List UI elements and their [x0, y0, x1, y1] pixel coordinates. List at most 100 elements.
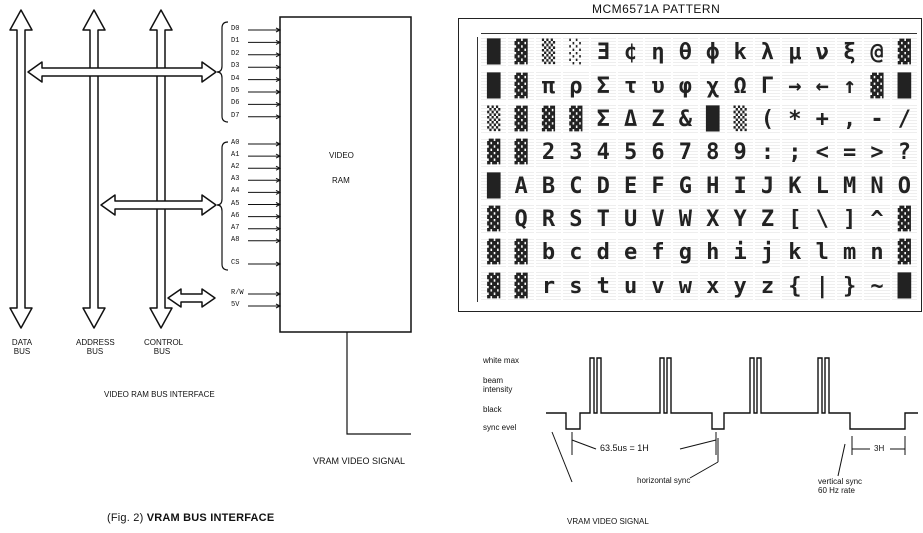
character-cell: S — [563, 204, 588, 235]
character-cell: m — [837, 237, 862, 268]
control-bus-arrow — [150, 10, 172, 328]
character-cell: \ — [810, 204, 835, 235]
vsync-leader — [838, 444, 845, 476]
black-label: black — [483, 405, 502, 414]
character-cell: = — [837, 137, 862, 168]
character-cell: + — [810, 104, 835, 135]
character-cell: ← — [810, 70, 835, 101]
address-bus-label-line1: ADDRESS — [76, 338, 114, 347]
character-cell: * — [782, 104, 807, 135]
character-cell: Z — [645, 104, 670, 135]
address-pin-2-label: A2 — [231, 164, 239, 171]
data-pin-0-label: D0 — [231, 26, 239, 33]
character-cell: w — [673, 271, 698, 302]
character-cell: ▒ — [481, 104, 506, 135]
rw-pin-label: R/W — [231, 290, 244, 297]
character-cell: ▓ — [508, 104, 533, 135]
character-cell: Σ — [591, 104, 616, 135]
character-cell: ] — [837, 204, 862, 235]
character-cell: G — [673, 171, 698, 202]
character-cell: B — [536, 171, 561, 202]
character-cell: Ω — [727, 70, 752, 101]
timing-label: 63.5us = 1H — [600, 444, 649, 453]
character-cell: T — [591, 204, 616, 235]
character-cell: ¢ — [618, 37, 643, 68]
video-waveform — [546, 358, 918, 429]
address-pin-3-label: A3 — [231, 176, 239, 183]
character-cell: ▓ — [508, 70, 533, 101]
character-cell: x — [700, 271, 725, 302]
character-cell: J — [755, 171, 780, 202]
character-cell: χ — [700, 70, 725, 101]
character-cell: ▓ — [481, 271, 506, 302]
character-cell: k — [782, 237, 807, 268]
character-cell: ↑ — [837, 70, 862, 101]
figure-caption-prefix: (Fig. 2) — [107, 512, 143, 524]
character-cell: W — [673, 204, 698, 235]
character-cell: μ — [782, 37, 807, 68]
character-cell: > — [864, 137, 889, 168]
control-bus-label: CONTROL BUS — [144, 338, 180, 356]
character-cell: ξ — [837, 37, 862, 68]
character-cell: Σ — [591, 70, 616, 101]
cs-pin-label: CS — [231, 260, 239, 267]
character-cell: ( — [755, 104, 780, 135]
character-cell: ▓ — [864, 70, 889, 101]
data-pin-7-label: D7 — [231, 113, 239, 120]
character-cell: 7 — [673, 137, 698, 168]
ram-label-ram: RAM — [332, 176, 350, 185]
character-cell: M — [837, 171, 862, 202]
character-cell: ░ — [563, 37, 588, 68]
character-cell: U — [618, 204, 643, 235]
timing-left-line — [572, 440, 596, 449]
character-cell: ▓ — [481, 204, 506, 235]
vertical-sync-line2: 60 Hz rate — [818, 486, 862, 495]
character-cell: ▓ — [892, 237, 917, 268]
character-cell: k — [727, 37, 752, 68]
character-cell: u — [618, 271, 643, 302]
character-cell: █ — [700, 104, 725, 135]
character-cell: K — [782, 171, 807, 202]
character-cell: r — [536, 271, 561, 302]
address-pin-4-label: A4 — [231, 188, 239, 195]
character-cell: R — [536, 204, 561, 235]
character-cell: 5 — [618, 137, 643, 168]
hsync-pointer — [690, 462, 718, 478]
power-pin-label: 5V — [231, 302, 239, 309]
character-cell: π — [536, 70, 561, 101]
character-cell: υ — [645, 70, 670, 101]
character-cell: Y — [727, 204, 752, 235]
control-bus-label-line2: BUS — [144, 347, 180, 356]
character-cell: η — [645, 37, 670, 68]
character-cell: A — [508, 171, 533, 202]
character-cell: 4 — [591, 137, 616, 168]
character-cell: } — [837, 271, 862, 302]
character-cell: 3 — [563, 137, 588, 168]
address-bus-label-line2: BUS — [76, 347, 114, 356]
character-cell: ▓ — [481, 137, 506, 168]
character-cell: - — [864, 104, 889, 135]
data-connector-arrow — [28, 62, 216, 82]
character-cell: ν — [810, 37, 835, 68]
character-cell: h — [700, 237, 725, 268]
address-bus-label: ADDRESS BUS — [76, 338, 114, 356]
character-cell: z — [755, 271, 780, 302]
character-cell: g — [673, 237, 698, 268]
character-cell: N — [864, 171, 889, 202]
timing-right-line — [680, 440, 716, 449]
character-cell: i — [727, 237, 752, 268]
figure-caption-title: VRAM BUS INTERFACE — [147, 512, 275, 524]
character-cell: f — [645, 237, 670, 268]
character-cell: t — [591, 271, 616, 302]
beam-label: beam — [483, 376, 503, 385]
character-cell: ‚ — [837, 104, 862, 135]
character-cell: O — [892, 171, 917, 202]
character-cell: & — [673, 104, 698, 135]
character-cell: I — [727, 171, 752, 202]
character-cell: → — [782, 70, 807, 101]
character-cell: ▓ — [508, 37, 533, 68]
character-cell: ▓ — [481, 237, 506, 268]
address-pin-0-label: A0 — [231, 140, 239, 147]
character-cell: θ — [673, 37, 698, 68]
